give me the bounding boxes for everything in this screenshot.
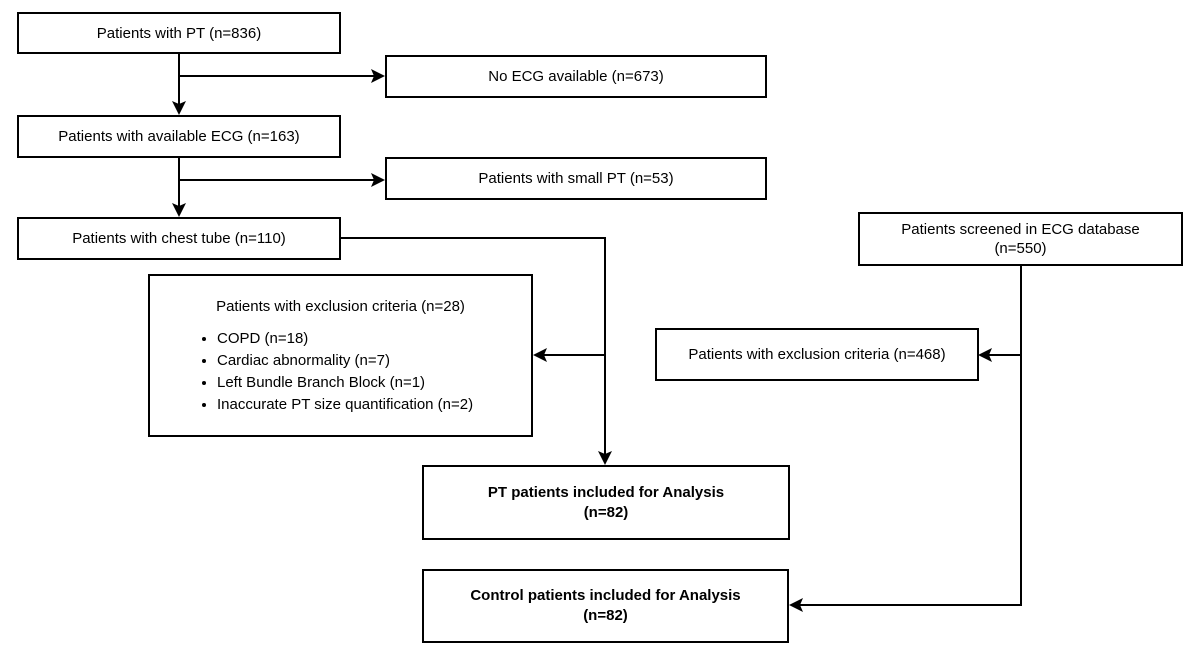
pt-exclusion-title: Patients with exclusion criteria (n=28) bbox=[216, 298, 465, 315]
box-chest-tube-label: Patients with chest tube (n=110) bbox=[72, 230, 286, 247]
box-pt-patients: Patients with PT (n=836) bbox=[17, 12, 341, 54]
box-pt-included-count: (n=82) bbox=[583, 503, 629, 521]
arrowhead-down-pt-included bbox=[598, 451, 612, 465]
arrowhead-right-no-ecg bbox=[371, 69, 385, 83]
box-available-ecg: Patients with available ECG (n=163) bbox=[17, 115, 341, 158]
box-control-exclusion-criteria: Patients with exclusion criteria (n=468) bbox=[655, 328, 979, 381]
arrowhead-left-pt-exclusion bbox=[533, 348, 547, 362]
arrowhead-left-control-exclusion bbox=[978, 348, 992, 362]
box-small-pt-label: Patients with small PT (n=53) bbox=[478, 170, 674, 187]
arrowhead-left-control-included bbox=[789, 598, 803, 612]
box-control-exclusion-label: Patients with exclusion criteria (n=468) bbox=[688, 346, 946, 363]
arrowhead-down-chest-tube bbox=[172, 203, 186, 217]
connector-database-to-control-included bbox=[793, 266, 1022, 606]
box-ecg-database-label: Patients screened in ECG database bbox=[901, 221, 1140, 238]
box-control-included-count: (n=82) bbox=[583, 607, 628, 624]
exclusion-item-copd: COPD (n=18) bbox=[217, 328, 531, 350]
box-available-ecg-label: Patients with available ECG (n=163) bbox=[58, 128, 300, 145]
box-control-included: Control patients included for Analysis (… bbox=[422, 569, 789, 643]
arrowhead-right-small-pt bbox=[371, 173, 385, 187]
exclusion-item-lbbb: Left Bundle Branch Block (n=1) bbox=[217, 372, 531, 394]
exclusion-item-inaccurate: Inaccurate PT size quantification (n=2) bbox=[217, 394, 531, 416]
pt-exclusion-list: COPD (n=18) Cardiac abnormality (n=7) Le… bbox=[150, 328, 531, 416]
box-control-included-label: Control patients included for Analysis bbox=[470, 587, 741, 604]
box-pt-patients-label: Patients with PT (n=836) bbox=[96, 24, 262, 42]
arrowhead-down-available-ecg bbox=[172, 101, 186, 115]
box-ecg-database: Patients screened in ECG database (n=550… bbox=[858, 212, 1183, 266]
box-no-ecg-available: No ECG available (n=673) bbox=[385, 55, 767, 98]
box-pt-exclusion-criteria: Patients with exclusion criteria (n=28) … bbox=[148, 274, 533, 437]
box-small-pt: Patients with small PT (n=53) bbox=[385, 157, 767, 200]
box-no-ecg-available-label: No ECG available (n=673) bbox=[488, 68, 664, 85]
exclusion-item-cardiac: Cardiac abnormality (n=7) bbox=[217, 350, 531, 372]
box-pt-included: PT patients included for Analysis (n=82) bbox=[422, 465, 790, 540]
box-chest-tube: Patients with chest tube (n=110) bbox=[17, 217, 341, 260]
box-pt-included-label: PT patients included for Analysis bbox=[487, 483, 725, 501]
box-ecg-database-count: (n=550) bbox=[994, 240, 1047, 257]
